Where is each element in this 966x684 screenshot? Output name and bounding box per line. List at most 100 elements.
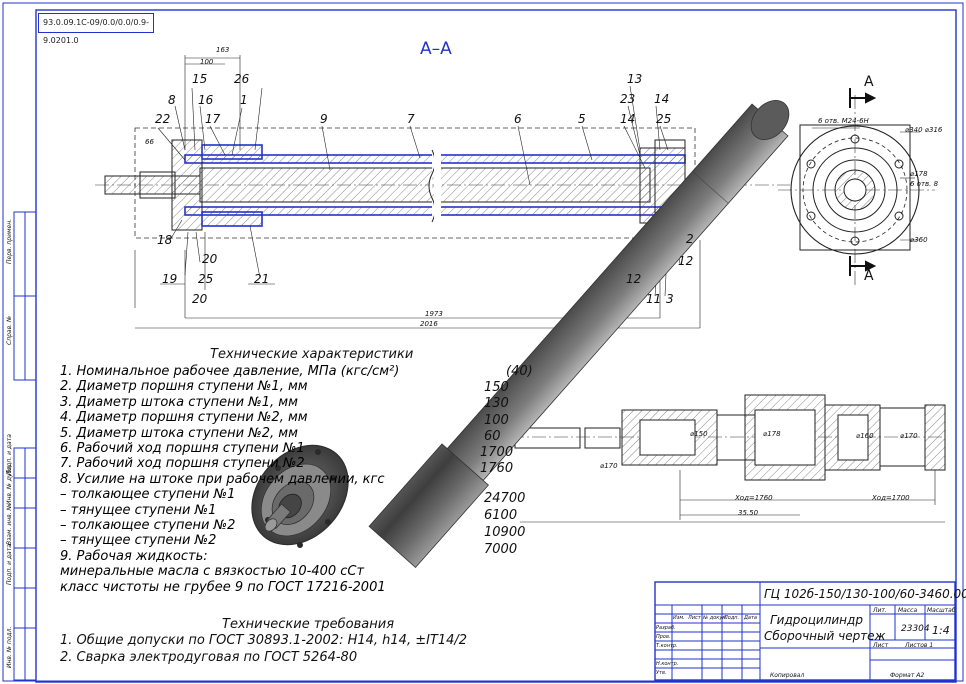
title-block-col-header: Изм. <box>673 615 685 621</box>
dimension-label: 66 <box>145 138 154 146</box>
dimension-label: ⌀160 <box>856 432 874 440</box>
requirement-item: 2. Сварка электродуговая по ГОСТ 5264-80 <box>60 650 358 665</box>
section-arrow-label-top: А <box>864 74 874 90</box>
side-strip-label: Инв. № подл. <box>6 626 13 668</box>
callout: 19 <box>162 272 178 286</box>
doc-code-box: 93.0.09.1С-09/0.0/0.0/0.9-9.0201.0 <box>38 13 154 45</box>
title-block-row-label: Разраб. <box>656 625 676 631</box>
tech-item: – тянущее ступени №1 <box>60 502 217 518</box>
callout: 20 <box>192 292 208 306</box>
callout: 12 <box>626 272 642 286</box>
title-block-mass-header: Масса <box>898 607 918 614</box>
side-strip <box>13 211 37 681</box>
tech-value: 150 <box>484 380 509 395</box>
tech-value: 1760 <box>480 461 514 476</box>
callout: 8 <box>168 93 176 107</box>
dimension-label: Ход=1760 <box>735 494 773 502</box>
dimension-label: Ход=1700 <box>872 494 910 502</box>
title-block-sheets-label: Листов 1 <box>905 642 934 649</box>
callout: 6 <box>514 112 522 126</box>
title-block-copied: Копировал <box>770 672 805 679</box>
callout: 12 <box>678 254 694 268</box>
tech-item: 7. Рабочий ход поршня ступени №2 <box>60 456 305 472</box>
cylinder-3d-render <box>251 100 790 569</box>
dimension-label: ⌀340 ⌀316 <box>905 126 943 134</box>
dimension-label: ⌀170 <box>900 432 918 440</box>
tech-item: 8. Усилие на штоке при рабочем давлении,… <box>60 471 385 487</box>
callout: 13 <box>627 72 643 86</box>
tech-item: минеральные масла с вязкостью 10-400 сСт <box>60 564 365 580</box>
side-strip-label: Справ. № <box>6 315 13 345</box>
tech-item: – толкающее ступени №1 <box>60 487 236 503</box>
callout: 5 <box>578 112 586 126</box>
tech-title: Технические характеристики <box>210 347 414 362</box>
callout: 25 <box>656 112 672 126</box>
dimension-label: ⌀150 <box>690 430 708 438</box>
requirement-item: 1. Общие допуски по ГОСТ 30893.1-2002: Н… <box>60 633 468 648</box>
dimension-label: ⌀360 <box>910 236 928 244</box>
tech-item: – тянущее ступени №2 <box>60 533 217 549</box>
title-block-lit-header: Лит. <box>873 607 887 614</box>
dimension-label: 100 <box>200 58 214 66</box>
title-block-sheet-label: Лист <box>873 642 889 649</box>
callout: 15 <box>192 72 208 86</box>
tech-item: 1. Номинальное рабочее давление, МПа (кг… <box>60 364 400 379</box>
tech-item: класс чистоты не грубее 9 по ГОСТ 17216-… <box>60 579 386 595</box>
title-block-row-label: Пров. <box>656 634 671 640</box>
title-block-row-label: Утв. <box>656 670 667 676</box>
title-block-col-header: Дата <box>744 615 757 621</box>
callout: 7 <box>407 112 415 126</box>
callout: 3 <box>666 292 674 306</box>
side-strip-label: Взам. инв. № <box>6 504 13 545</box>
title-block-code: 23304 <box>901 624 930 634</box>
tech-value: 10900 <box>484 525 526 540</box>
title-block-col-header: Подп. <box>724 615 740 621</box>
tech-list: 1. Номинальное рабочее давление, МПа (кг… <box>60 364 399 595</box>
callout: 1 <box>240 93 248 107</box>
callout: 17 <box>205 112 221 126</box>
requirements-title: Технические требования <box>222 617 395 632</box>
tech-value: (40) <box>506 364 533 379</box>
tech-value: 6100 <box>484 508 518 523</box>
callout: 26 <box>234 72 250 86</box>
callout: 11 <box>646 292 662 306</box>
title-block-scale: 1:4 <box>932 624 950 637</box>
callout: 25 <box>198 272 214 286</box>
dimension-label: 35.50 <box>738 509 759 517</box>
title-block-subname: Сборочный чертеж <box>764 629 886 643</box>
tech-value: 1700 <box>480 445 514 460</box>
dimension-label: 1973 <box>425 310 443 318</box>
callout: 20 <box>202 252 218 266</box>
end-view <box>778 88 935 285</box>
title-block-designation: ГЦ 102б-150/130-100/60-3460.00СБ <box>764 587 966 601</box>
title-block <box>654 581 956 681</box>
title-block-format: Формат А2 <box>890 672 925 679</box>
callout: 9 <box>320 112 328 126</box>
tech-item: 3. Диаметр штока ступени №1, мм <box>60 394 298 410</box>
dimension-label: 6 отв. 8 <box>910 180 939 188</box>
title-block-row-label: Н.контр. <box>656 661 679 667</box>
title-block-scale-header: Масштаб <box>927 607 956 614</box>
title-block-col-header: № докум. <box>703 615 728 621</box>
callout: 14 <box>654 92 670 106</box>
dimension-label: ⌀178 <box>910 170 928 178</box>
tech-item: 6. Рабочий ход поршня ступени №1 <box>60 441 305 457</box>
tech-value: 130 <box>484 396 509 411</box>
tech-item: 4. Диаметр поршня ступени №2, мм <box>60 410 308 426</box>
callout: 14 <box>620 112 636 126</box>
dimension-label: 6 отв. М24-6Н <box>818 117 869 125</box>
tech-value: 24700 <box>484 491 526 506</box>
dimension-label: ⌀178 <box>763 430 781 438</box>
dimension-label: ⌀170 <box>600 462 618 470</box>
title-block-col-header: Лист <box>688 615 701 621</box>
tech-value: 100 <box>484 413 509 428</box>
callout: 21 <box>254 272 270 286</box>
title-block-name: Гидроцилиндр <box>770 613 863 627</box>
side-strip-label: Подп. и дата <box>6 544 13 585</box>
dimension-label: 2016 <box>420 320 438 328</box>
callout: 2 <box>686 232 694 246</box>
tech-value: 7000 <box>484 542 518 557</box>
tech-item: 2. Диаметр поршня ступени №1, мм <box>60 379 308 395</box>
